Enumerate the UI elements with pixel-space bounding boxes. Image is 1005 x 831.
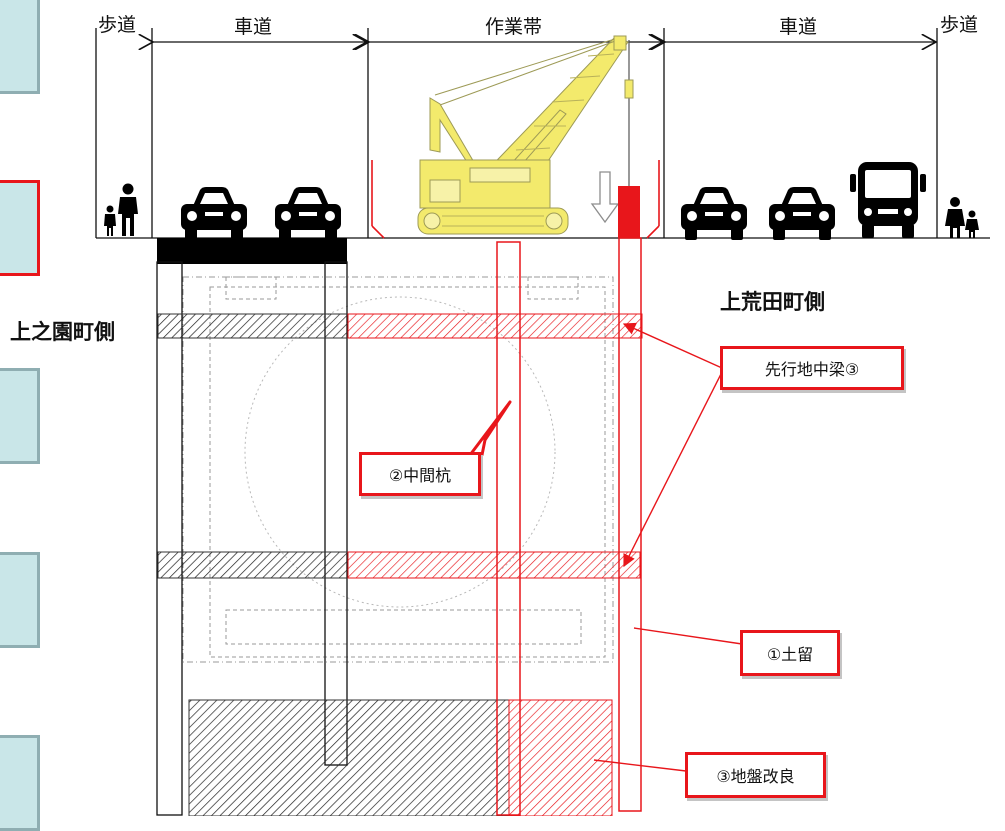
new-retaining-wall <box>618 237 642 812</box>
intermediate-pile <box>496 241 521 816</box>
car-icon-3 <box>681 187 747 240</box>
callout-ground: ③地盤改良 <box>685 752 826 798</box>
car-icon-4 <box>769 187 835 240</box>
beam-upper-new <box>347 313 643 339</box>
label-sidewalk-left: 歩道 <box>98 14 137 36</box>
label-work-zone: 作業帯 <box>485 16 543 38</box>
label-right-district: 上荒田町側 <box>720 290 825 314</box>
crawler-crane-icon <box>417 35 634 235</box>
car-icon-2 <box>275 187 341 240</box>
ground-improvement-new <box>508 699 613 816</box>
side-panel-3[interactable] <box>0 368 40 464</box>
leader-beam-lower <box>623 371 723 568</box>
label-left-district: 上之園町側 <box>10 320 115 344</box>
planned-structure-outline <box>182 276 614 663</box>
leader-beam-upper <box>622 322 723 369</box>
label-roadway-left: 車道 <box>234 16 273 38</box>
pedestrian-parent-child-icon-left <box>104 183 138 236</box>
pile-being-lowered <box>618 186 640 238</box>
beam-lower-existing <box>157 551 349 579</box>
callout-retaining: ①土留 <box>740 630 840 676</box>
beam-lower-new <box>347 551 641 579</box>
car-icon-1 <box>181 187 247 240</box>
side-panel-5[interactable] <box>0 735 40 831</box>
beam-upper-existing <box>157 313 349 339</box>
side-panel-4[interactable] <box>0 552 40 648</box>
work-zone-fence <box>371 160 660 239</box>
callout-beam: 先行地中梁③ <box>720 346 904 390</box>
label-roadway-right: 車道 <box>779 16 818 38</box>
road-deck <box>157 238 347 264</box>
pile-callout-pointer <box>400 400 512 457</box>
lowering-arrow-icon <box>590 171 620 224</box>
side-panel-1[interactable] <box>0 0 40 94</box>
leader-ground <box>593 759 687 772</box>
pedestrian-parent-child-icon-right <box>945 197 979 238</box>
side-panel-2-selected[interactable] <box>0 180 40 276</box>
label-sidewalk-right: 歩道 <box>940 14 979 36</box>
ground-improvement-existing <box>188 699 510 816</box>
leader-retaining <box>633 627 743 645</box>
callout-pile: ②中間杭 <box>359 452 481 496</box>
bus-icon <box>850 162 926 238</box>
